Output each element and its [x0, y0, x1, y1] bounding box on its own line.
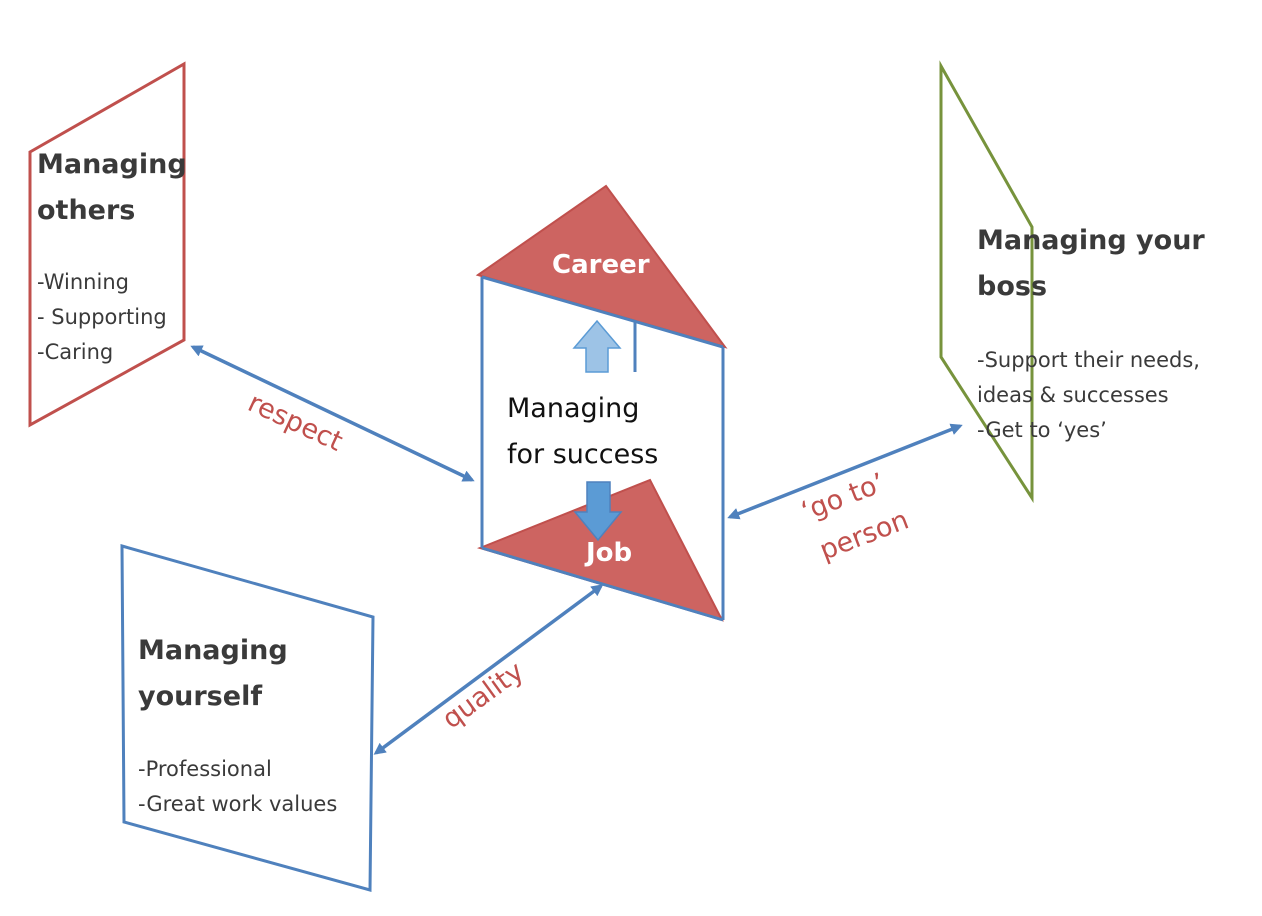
yourself-items: -Professional -Great work values	[138, 752, 337, 822]
center-block	[475, 184, 728, 622]
boss-title-line: Managing your	[977, 225, 1205, 256]
down-arrow-icon	[573, 481, 623, 542]
others-title-line: others	[37, 195, 136, 226]
respect-arrow	[190, 345, 475, 482]
others-title: Managing others	[37, 142, 187, 234]
center-box-top-edge	[481, 275, 724, 349]
job-label: Job	[586, 538, 633, 568]
up-arrow-icon	[572, 319, 622, 373]
quality-arrow	[373, 584, 604, 755]
boss-items: -Support their needs, ideas & successes …	[977, 343, 1200, 448]
boss-panel	[939, 60, 1034, 504]
center-title-line: Managing	[507, 393, 640, 424]
yourself-title-line: yourself	[138, 681, 263, 712]
boss-title-line: boss	[977, 271, 1048, 302]
yourself-title-line: Managing	[138, 635, 288, 666]
others-item: -Caring	[37, 340, 114, 364]
center-title-line: for success	[507, 439, 659, 470]
yourself-item: -Great work values	[138, 792, 338, 816]
others-items: -Winning - Supporting -Caring	[37, 265, 167, 370]
others-panel	[28, 61, 186, 428]
boss-item: -Get to ‘yes’	[977, 418, 1107, 442]
yourself-title: Managing yourself	[138, 628, 288, 720]
go-to-person-arrow	[727, 423, 963, 520]
center-box-bottom-edge	[481, 546, 724, 622]
boss-item: ideas & successes	[977, 383, 1169, 407]
yourself-panel	[120, 544, 375, 892]
others-title-line: Managing	[37, 149, 187, 180]
others-item: -Winning	[37, 270, 129, 294]
boss-title: Managing your boss	[977, 218, 1205, 310]
center-title: Managing for success	[507, 386, 658, 478]
yourself-item: -Professional	[138, 757, 272, 781]
boss-item: -Support their needs,	[977, 348, 1200, 372]
others-item: - Supporting	[37, 305, 167, 329]
career-label: Career	[552, 250, 650, 280]
